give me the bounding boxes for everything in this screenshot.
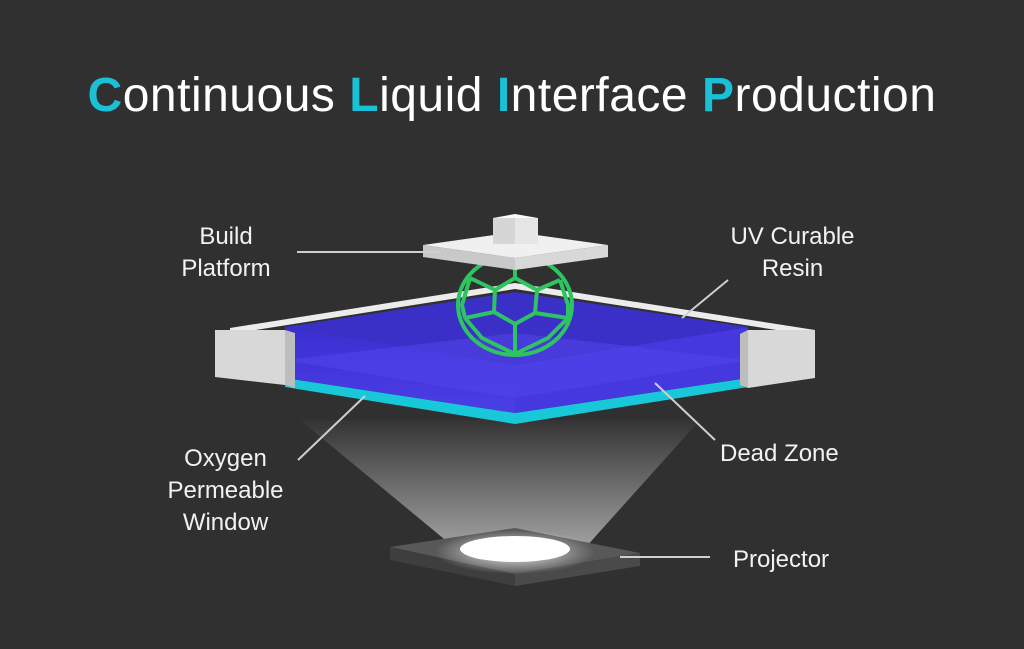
- dead-zone: [285, 333, 748, 398]
- light-beam: [300, 420, 700, 548]
- title-word-3: Interface: [496, 69, 689, 122]
- label-uv-resin: UV Curable Resin: [730, 223, 855, 282]
- label-projector: Projector: [733, 546, 830, 573]
- leader-lines: [297, 251, 729, 558]
- label-dead-zone: Dead Zone: [720, 440, 839, 467]
- printed-object: [456, 253, 574, 357]
- label-oxygen-window: Oxygen Permeable Window: [167, 445, 284, 536]
- title-word-1: Continuous: [87, 69, 336, 122]
- page-title: Continuous Liquid Interface Production: [0, 68, 1024, 123]
- title-word-2: Liquid: [349, 69, 483, 122]
- leader-uv-resin: [681, 279, 729, 319]
- projector: [390, 528, 640, 586]
- leader-oxygen-window: [297, 395, 366, 461]
- oxygen-window: [285, 378, 748, 424]
- build-platform: [423, 214, 608, 270]
- leader-dead-zone: [654, 382, 716, 441]
- label-build-platform: Build Platform: [181, 223, 271, 282]
- projector-lamp: [460, 536, 570, 562]
- vat-frame: [215, 283, 815, 388]
- title-word-4: Production: [701, 69, 937, 122]
